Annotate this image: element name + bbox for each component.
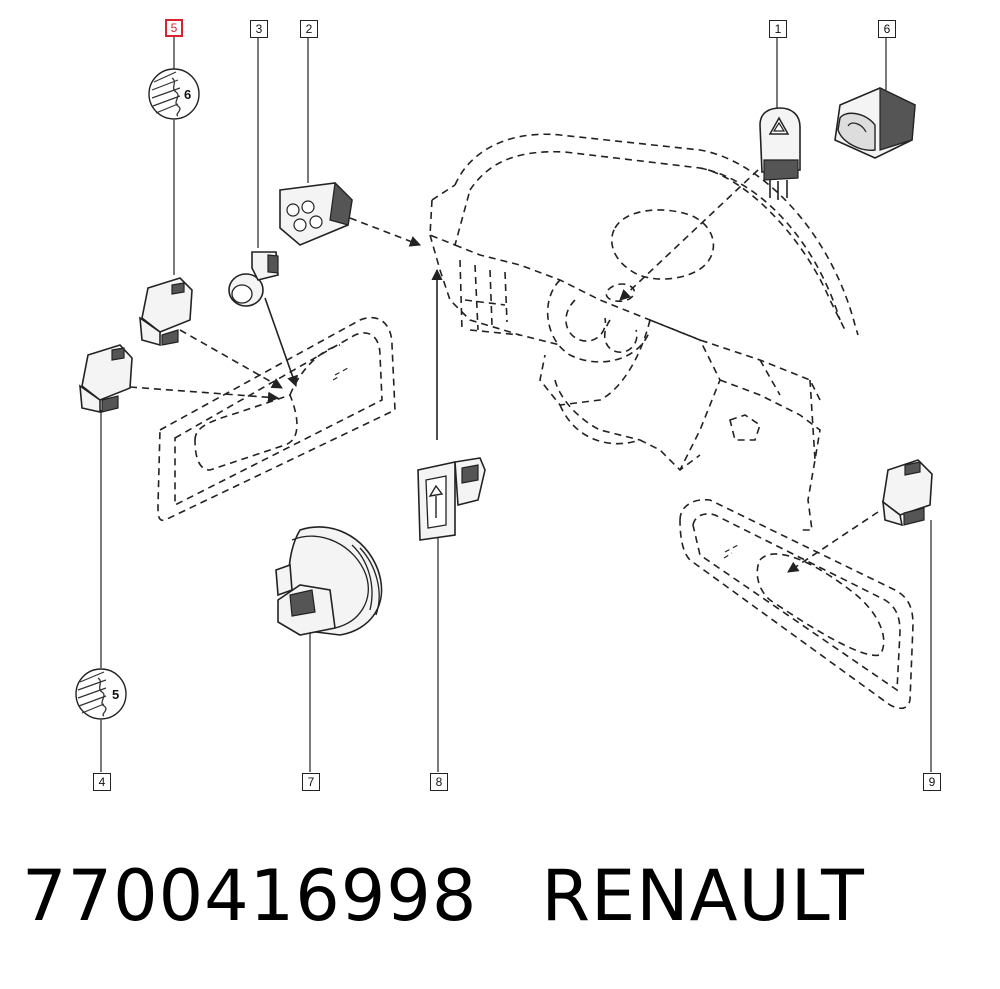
- dashboard-outline: [429, 133, 859, 531]
- leader-lines: [100, 36, 932, 772]
- door-panel-left: [157, 316, 396, 522]
- callout-6: 6: [878, 20, 896, 38]
- part-1-hazard-switch: [759, 107, 801, 200]
- part-8-slot-switch: [417, 457, 486, 541]
- callout-1: 1: [769, 20, 787, 38]
- part-4-window-switch: [79, 344, 133, 413]
- callout-2: 2: [300, 20, 318, 38]
- callout-7: 7: [302, 773, 320, 791]
- part-5-window-switch: [139, 277, 193, 347]
- part-6-rocker-switch: [834, 87, 916, 159]
- callout-5-highlighted: 5: [165, 19, 183, 37]
- zoom-circle-upper: [148, 68, 200, 120]
- callout-9: 9: [923, 773, 941, 791]
- window-switch-icon: [171, 282, 185, 295]
- callout-3: 3: [250, 20, 268, 38]
- zoom-label-upper: 6: [184, 87, 192, 102]
- zoom-label-lower: 5: [112, 687, 120, 702]
- part-9-window-switch: [881, 459, 933, 527]
- part-3-round-button: [228, 251, 279, 307]
- part-7-round-module: [275, 526, 383, 636]
- part-2-switch-block: [279, 181, 353, 246]
- brand-name: RENAULT: [541, 855, 865, 937]
- door-panel-right: [679, 498, 914, 710]
- caption: 7700416998 RENAULT: [22, 855, 865, 955]
- part-number: 7700416998: [22, 855, 478, 937]
- callout-4: 4: [93, 773, 111, 791]
- callout-8: 8: [430, 773, 448, 791]
- zoom-circle-lower: [75, 668, 127, 720]
